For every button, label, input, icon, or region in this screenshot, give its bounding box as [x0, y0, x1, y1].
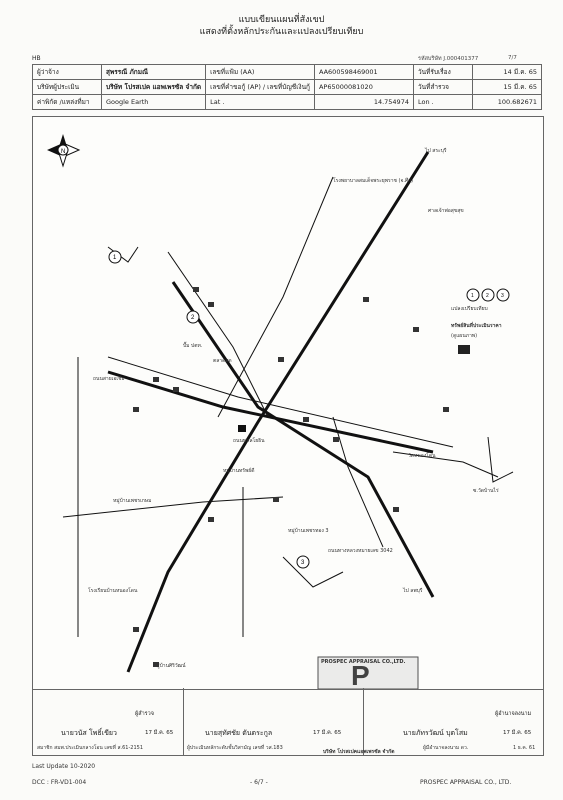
road-parallel [107, 356, 454, 448]
sketch-map: N 1 2 3 [32, 116, 544, 691]
surveyor-role: ผู้สำรวจ [135, 711, 154, 717]
legend-subject-note: (ดูแผนภาพ) [451, 333, 478, 339]
signature-authorized: ผู้อำนาจลงนาม นายภัทรวัฒน์ บุตโสม 17 มี.… [363, 688, 543, 755]
legend-comparison: แปลงเปรียบเทียบ [451, 306, 488, 312]
comparison-marker-2: 2 [186, 310, 200, 324]
received-date-label: วันที่รับเรื่อง [412, 64, 473, 80]
loan-no-label: เลขที่คำขอกู้ (AP) / เลขที่บัญชีเงินกู้ [205, 79, 315, 95]
client-value: สุพรรณี ภักมณี [100, 64, 207, 80]
road-far-east [487, 436, 514, 483]
legend-subject: ทรัพย์สินที่ประเมินราคา [451, 323, 502, 329]
last-update: Last Update 10-2020 [32, 763, 96, 770]
surveyor-name: นายวนัส โพธิ์เขียว [61, 729, 117, 737]
authorized-role: ผู้อำนาจลงนาม [495, 711, 532, 717]
svg-text:2: 2 [486, 293, 489, 299]
document-title: แบบเขียนแผนที่สังเขป [238, 15, 325, 25]
road-inner-1 [332, 416, 384, 548]
road-east-spur [392, 451, 499, 478]
company-stamp: P [317, 656, 419, 691]
authorized-name: นายภัทรวัฒน์ บุตโสม [403, 729, 468, 737]
authorized-since-date: 1 ธ.ค. 61 [513, 745, 536, 751]
lat-label: Lat . [205, 94, 315, 110]
building-icons [133, 287, 449, 667]
north-label: N [61, 149, 65, 155]
map-label-saraburi: ไป สระบุรี [425, 148, 447, 154]
svg-text:3: 3 [301, 560, 305, 566]
surveyor-license: สมาชิก สมพ.ประเมินกลางโอน เลขที่ ส.61-21… [37, 745, 144, 751]
appraiser-date: 17 มี.ค. 65 [313, 730, 342, 736]
coord-source-value: Google Earth [100, 94, 207, 110]
signature-surveyor: ผู้สำรวจ นายวนัส โพธิ์เขียว 17 มี.ค. 65 … [33, 688, 184, 755]
page-number: - 6/7 - [250, 779, 268, 786]
road-southeast [171, 281, 435, 598]
map-label-lopburi: ไป ลพบุรี [403, 588, 423, 594]
surveyor-date: 17 มี.ค. 65 [145, 730, 174, 736]
map-label-hwy-3042: ถนนทางหลวงหมายเลข 3042 [328, 548, 393, 554]
stamp-text-bottom: บริษัท โปรสเปคแอพเพรซัล จำกัด [323, 749, 395, 755]
info-row-coords: ค่าพิกัด /แหล่งที่มา Google Earth Lat . … [32, 94, 543, 110]
info-table: ผู้ว่าจ้าง สุพรรณี ภักมณี เลขที่แฟ้ม (AA… [32, 64, 543, 110]
map-label-asia-highway: ถนนสายเอเชีย [93, 376, 125, 382]
file-no-label: เลขที่แฟ้ม (AA) [205, 64, 315, 80]
map-label-shrine: ศาลเจ้าพ่อสุขสุข [428, 208, 464, 214]
svg-text:2: 2 [191, 315, 195, 321]
road-main-diagonal [126, 151, 430, 673]
road-west-south [62, 496, 284, 518]
corner-code: HB [32, 55, 41, 62]
stamp-text-top: PROSPEC APPRAISAL CO.,LTD. [321, 659, 406, 665]
lat-value: 14.754974 [313, 94, 414, 110]
road-east-west [107, 370, 434, 454]
map-drawing: N 1 2 3 [47, 134, 514, 691]
loan-no-value: AP65000081020 [313, 79, 414, 95]
received-date-value: 14 มี.ค. 65 [471, 64, 543, 80]
document-subtitle: แสดงที่ตั้งหลักประกันและแปลงเปรียบเทียบ [199, 27, 364, 37]
map-label-soi-wat: ซ.วัดบ้านไร่ [473, 488, 499, 494]
road-village [167, 251, 269, 418]
file-no-value: AA600598469001 [313, 64, 414, 80]
authorized-date: 17 มี.ค. 65 [503, 730, 532, 736]
map-label-ptt: ปั๊ม ปตท. [183, 343, 203, 349]
svg-text:1: 1 [471, 293, 474, 299]
comparison-marker-3: 3 [296, 555, 310, 569]
lon-value: 100.682671 [471, 94, 543, 110]
north-arrow-icon: N [47, 134, 81, 168]
map-label-market: ตลาดสด [213, 358, 232, 364]
survey-date-label: วันที่สำรวจ [412, 79, 473, 95]
map-legend: 1 2 3 [458, 288, 510, 354]
map-label-wat: วัดหนองโดน [408, 453, 436, 459]
doc-code: DCC : FR-VD1-004 [32, 779, 87, 786]
svg-text:3: 3 [501, 293, 504, 299]
survey-date-value: 15 มี.ค. 65 [471, 79, 543, 95]
reference-number: รหัสบริษัท J.000401377 [418, 56, 479, 62]
authorized-license: ผู้มีอำนาจลงนาม ดว. [423, 745, 469, 751]
comparison-marker-1: 1 [108, 250, 122, 264]
map-label-school: โรงเรียนบ้านหนองโดน [88, 588, 138, 594]
appraiser-license: ผู้ประเมินหลักระดับชั้นวิสามัญ เลขที่ วส… [187, 745, 283, 751]
lon-label: Lon . [412, 94, 473, 110]
road-loop [282, 556, 344, 588]
page-marker: 7/7 [508, 55, 517, 61]
road-minor-north [217, 176, 334, 418]
info-row-client: ผู้ว่าจ้าง สุพรรณี ภักมณี เลขที่แฟ้ม (AA… [32, 64, 543, 80]
map-label-village-3: หมู่บ้านเพชรทอง 3 [288, 528, 329, 534]
map-label-hospital: โรงพยาบาลสมเด็จพระยุพราช (จ.ศึก) [333, 178, 414, 184]
appraiser-name: นายสุทัศชัย ตันตระกูล [205, 729, 273, 737]
coord-source-label: ค่าพิกัด /แหล่งที่มา [32, 94, 102, 110]
signature-block: ผู้สำรวจ นายวนัส โพธิ์เขียว 17 มี.ค. 65 … [32, 688, 544, 756]
map-label-village-sap: หมู่บ้านทรัพย์ดี [223, 468, 255, 474]
svg-text:1: 1 [113, 255, 117, 261]
map-label-phahonyothin: ถนนพหลโยธิน [233, 438, 265, 444]
stamp-letter: P [351, 660, 370, 689]
map-label-siriwat: หมู่บ้านศิริวัฒน์ [153, 663, 186, 669]
appraiser-value: บริษัท โปรสเปค แอพเพรซัล จำกัด [100, 79, 207, 95]
client-label: ผู้ว่าจ้าง [32, 64, 102, 80]
info-row-company: บริษัทผู้ประเมิน บริษัท โปรสเปค แอพเพรซั… [32, 79, 543, 95]
footer-company: PROSPEC APPRAISAL CO., LTD. [420, 779, 512, 786]
map-label-phetkasem: หมู่บ้านเพชรเกษม [113, 498, 152, 504]
appraiser-label: บริษัทผู้ประเมิน [32, 79, 102, 95]
signature-appraiser: นายสุทัศชัย ตันตระกูล 17 มี.ค. 65 ผู้ประ… [183, 688, 364, 755]
subject-property-marker [238, 425, 246, 432]
